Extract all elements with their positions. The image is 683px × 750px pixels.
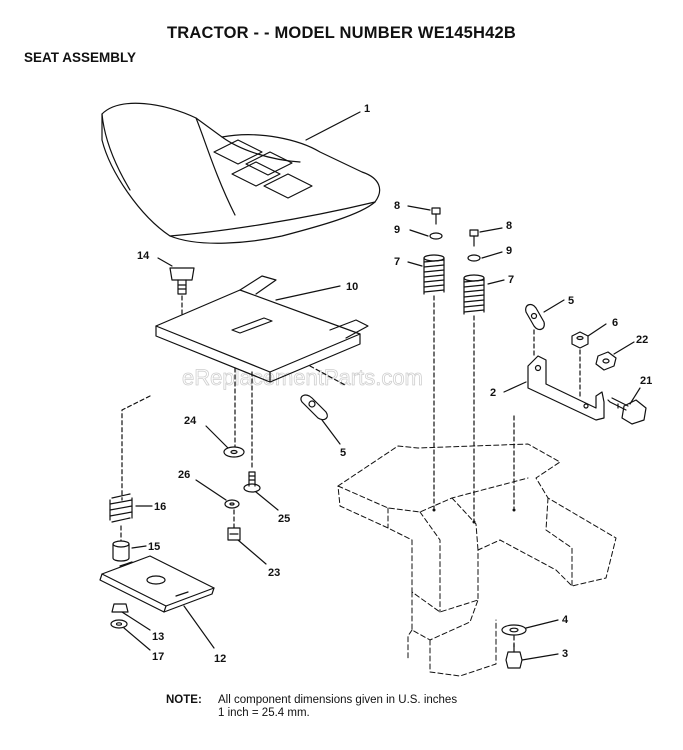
note-line-2: 1 inch = 25.4 mm. [218, 707, 310, 719]
callout-15: 15 [148, 541, 160, 553]
washer-4-part [501, 624, 527, 636]
tractor-frame-phantom [337, 443, 617, 677]
slide-plate-part [99, 555, 215, 613]
callout-13: 13 [152, 631, 164, 643]
callout-2: 2 [490, 387, 496, 399]
callout-7-right: 7 [508, 274, 514, 286]
bolt-3-part [505, 643, 523, 669]
callout-22: 22 [636, 334, 648, 346]
washer-9-left-part [429, 232, 443, 240]
nut-13-part [111, 603, 129, 613]
screw-23-part [227, 527, 241, 541]
callout-17: 17 [152, 651, 164, 663]
seat-pan-part [155, 275, 369, 383]
note-label: NOTE: [166, 694, 202, 706]
callout-10: 10 [346, 281, 358, 293]
callout-5-left: 5 [340, 447, 346, 459]
callout-1: 1 [364, 103, 370, 115]
washer-24-part [223, 446, 245, 458]
callout-9-left: 9 [394, 224, 400, 236]
callout-7-left: 7 [394, 256, 400, 268]
clip-part-right [525, 303, 545, 331]
callout-25: 25 [278, 513, 290, 525]
callout-8-right: 8 [506, 220, 512, 232]
spacer-15-part [112, 540, 130, 562]
screw-8-right-part [469, 229, 479, 247]
washer-26-part [224, 499, 240, 509]
dimension-note: NOTE: All component dimensions given in U… [166, 694, 457, 720]
washer-9-right-part [467, 254, 481, 262]
leader-line [305, 111, 361, 141]
callout-9-right: 9 [506, 245, 512, 257]
callout-12: 12 [214, 653, 226, 665]
callout-5-right: 5 [568, 295, 574, 307]
screw-8-left-part [431, 207, 441, 225]
nut-22-part [595, 351, 617, 371]
callout-8-left: 8 [394, 200, 400, 212]
callout-26: 26 [178, 469, 190, 481]
note-line-1: All component dimensions given in U.S. i… [218, 694, 458, 706]
spring-16-part [109, 493, 133, 523]
spring-7-left-part [423, 254, 445, 295]
callout-16: 16 [154, 501, 166, 513]
knob-part [169, 267, 195, 295]
washer-17-part [110, 619, 128, 629]
diagram-title: TRACTOR - - MODEL NUMBER WE145H42B [166, 24, 517, 42]
callout-6: 6 [612, 317, 618, 329]
callout-23: 23 [268, 567, 280, 579]
seat-part [101, 102, 381, 244]
clip-part-left [300, 394, 328, 421]
callout-14: 14 [137, 250, 150, 262]
nut-6-part [571, 331, 589, 349]
seat-bracket-part [527, 355, 605, 421]
callout-4: 4 [562, 614, 569, 626]
bolt-21-part [607, 397, 647, 425]
diagram-subtitle: SEAT ASSEMBLY [24, 50, 137, 65]
callout-24: 24 [184, 415, 197, 427]
callout-21: 21 [640, 375, 652, 387]
callout-3: 3 [562, 648, 568, 660]
note-text: All component dimensions given in U.S. i… [218, 694, 457, 720]
bolt-25-part [243, 471, 261, 493]
spring-7-right-part [463, 274, 485, 315]
